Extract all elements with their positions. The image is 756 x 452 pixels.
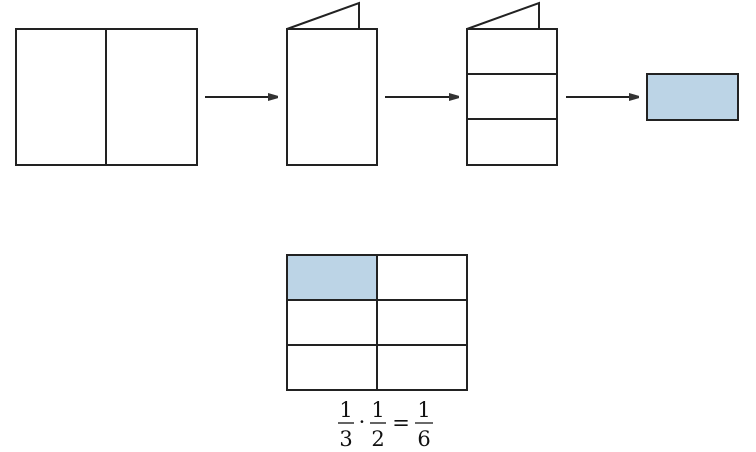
numerator: 1 [371, 398, 384, 422]
half-folded-sheet [286, 1, 378, 166]
thirds-folded-sheet [466, 1, 558, 166]
unfolded-grid [286, 254, 468, 391]
denominator: 2 [371, 427, 384, 451]
denominator: 3 [339, 427, 352, 451]
multiply-sign: · [359, 410, 366, 434]
folded-flap [286, 1, 360, 30]
fraction-formula: 1 3 · 1 2 = 1 6 [338, 398, 433, 451]
denominator: 6 [417, 427, 430, 451]
unfolded-sheet [15, 28, 198, 166]
numerator: 1 [417, 398, 430, 422]
shaded-cell [287, 255, 377, 300]
equals-sign: = [392, 411, 410, 435]
folded-flap [466, 1, 540, 30]
shaded-piece [646, 73, 739, 121]
numerator: 1 [339, 398, 352, 422]
